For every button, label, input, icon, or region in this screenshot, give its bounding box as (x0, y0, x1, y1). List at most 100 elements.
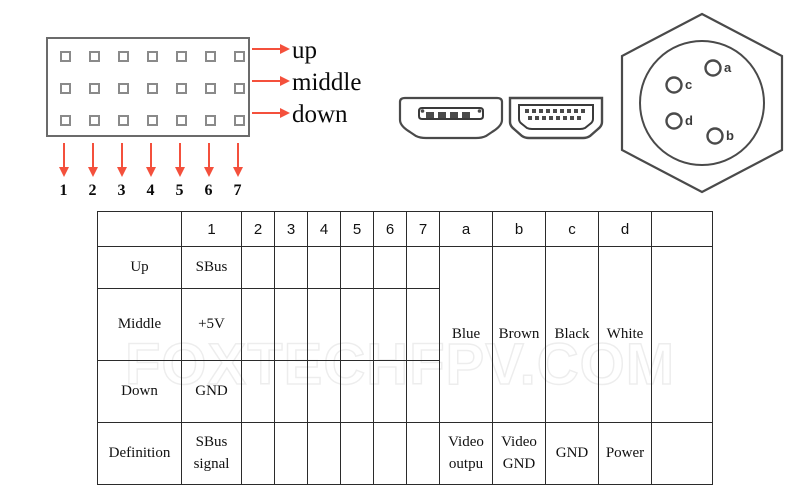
definition-a-line1: Video (448, 433, 484, 450)
table-row-middle: Middle +5V (97, 288, 713, 361)
cell-up-4 (307, 246, 341, 289)
label-up: up (292, 37, 317, 64)
cell-down-7 (406, 360, 440, 423)
pin-down-7 (234, 115, 245, 126)
cell-definition-c: GND (545, 422, 599, 485)
header-cell-b: b (492, 211, 546, 247)
pin-row-middle (48, 83, 248, 95)
label-down: down (292, 101, 348, 128)
header-cell-c: c (545, 211, 599, 247)
header-cell-a: a (439, 211, 493, 247)
pin-up-6 (205, 51, 216, 62)
cell-middle-4 (307, 288, 341, 361)
pin-middle-4 (147, 83, 158, 94)
row-label-middle: Middle (97, 288, 182, 361)
definition-1-line2: signal (193, 455, 230, 472)
pin-middle-7 (234, 83, 245, 94)
cell-definition-1: SBus signal (181, 422, 242, 485)
cell-middle-1: +5V (181, 288, 242, 361)
definition-a-line2: outpu (448, 455, 484, 472)
row-label-up: Up (97, 246, 182, 289)
pin-down-6 (205, 115, 216, 126)
cell-up-7 (406, 246, 440, 289)
cell-definition-5 (340, 422, 374, 485)
header-cell-5: 5 (340, 211, 374, 247)
definition-b-line2: GND (502, 455, 536, 472)
cell-up-3 (274, 246, 308, 289)
hex-4pin-connector: a b c d (612, 8, 792, 203)
cell-color-a: Blue (439, 246, 493, 423)
cell-color-c: Black (545, 246, 599, 423)
arrow-up-icon (252, 44, 292, 54)
header-cell-6: 6 (373, 211, 407, 247)
table-row-down: Down GND (97, 360, 713, 423)
hex-pin-label-c: c (685, 77, 693, 92)
hex-pin-label-b: b (726, 128, 734, 143)
header-cell-4: 4 (307, 211, 341, 247)
arrow-down-icon (252, 108, 292, 118)
cell-down-4 (307, 360, 341, 423)
cell-down-1: GND (181, 360, 242, 423)
cell-down-6 (373, 360, 407, 423)
row-label-definition: Definition (97, 422, 182, 485)
pin-up-3 (118, 51, 129, 62)
hex-connector-outline (620, 12, 784, 194)
cell-middle-6 (373, 288, 407, 361)
cell-definition-b: Video GND (492, 422, 546, 485)
pin-middle-2 (89, 83, 100, 94)
cell-up-6 (373, 246, 407, 289)
definition-b-line1: Video (501, 433, 537, 450)
hex-pin-label-d: d (685, 113, 693, 128)
pinout-table: 1 2 3 4 5 6 7 a b c d Up SBus Blue Brow (97, 211, 713, 485)
cell-up-5 (340, 246, 374, 289)
table-header-row: 1 2 3 4 5 6 7 a b c d (97, 211, 713, 247)
cell-middle-3 (274, 288, 308, 361)
hex-pin-label-a: a (724, 60, 732, 75)
cell-color-b: Brown (492, 246, 546, 423)
pin-down-2 (89, 115, 100, 126)
connector-diagram-area: up middle down (0, 0, 800, 205)
hdmi-connector (508, 96, 604, 140)
pin-up-7 (234, 51, 245, 62)
pin-number-1: 1 (59, 182, 68, 199)
header-cell-2: 2 (241, 211, 275, 247)
header-cell-7: 7 (406, 211, 440, 247)
pin-number-6: 6 (204, 182, 213, 199)
pin-row-up (48, 51, 248, 63)
pin-number-3: 3 (117, 182, 126, 199)
pin-row-down (48, 115, 248, 127)
pin-up-1 (60, 51, 71, 62)
definition-1-line1: SBus (195, 433, 228, 450)
pin-number-5: 5 (175, 182, 184, 199)
header-cell-3: 3 (274, 211, 308, 247)
cell-down-5 (340, 360, 374, 423)
cell-middle-5 (340, 288, 374, 361)
table-row-definition: Definition SBus signal Video outpu Video… (97, 422, 713, 485)
arrow-middle-icon (252, 76, 292, 86)
cell-up-1: SBus (181, 246, 242, 289)
pin-up-5 (176, 51, 187, 62)
cell-definition-3 (274, 422, 308, 485)
header-cell-1: 1 (181, 211, 242, 247)
cell-middle-2 (241, 288, 275, 361)
pin-down-4 (147, 115, 158, 126)
micro-usb-connector (398, 96, 504, 140)
pin-down-3 (118, 115, 129, 126)
pin-up-4 (147, 51, 158, 62)
row-label-down: Down (97, 360, 182, 423)
cell-middle-7 (406, 288, 440, 361)
pin-number-4: 4 (146, 182, 155, 199)
table-row-up: Up SBus Blue Brown Black White (97, 246, 713, 423)
cell-definition-a: Video outpu (439, 422, 493, 485)
pin-middle-1 (60, 83, 71, 94)
cell-color-last (651, 246, 713, 423)
cell-down-3 (274, 360, 308, 423)
label-middle: middle (292, 69, 362, 96)
cell-definition-2 (241, 422, 275, 485)
pin-middle-5 (176, 83, 187, 94)
cell-down-2 (241, 360, 275, 423)
cell-color-d: White (598, 246, 652, 423)
header-cell-blank (97, 211, 182, 247)
pin-up-2 (89, 51, 100, 62)
pin-middle-3 (118, 83, 129, 94)
